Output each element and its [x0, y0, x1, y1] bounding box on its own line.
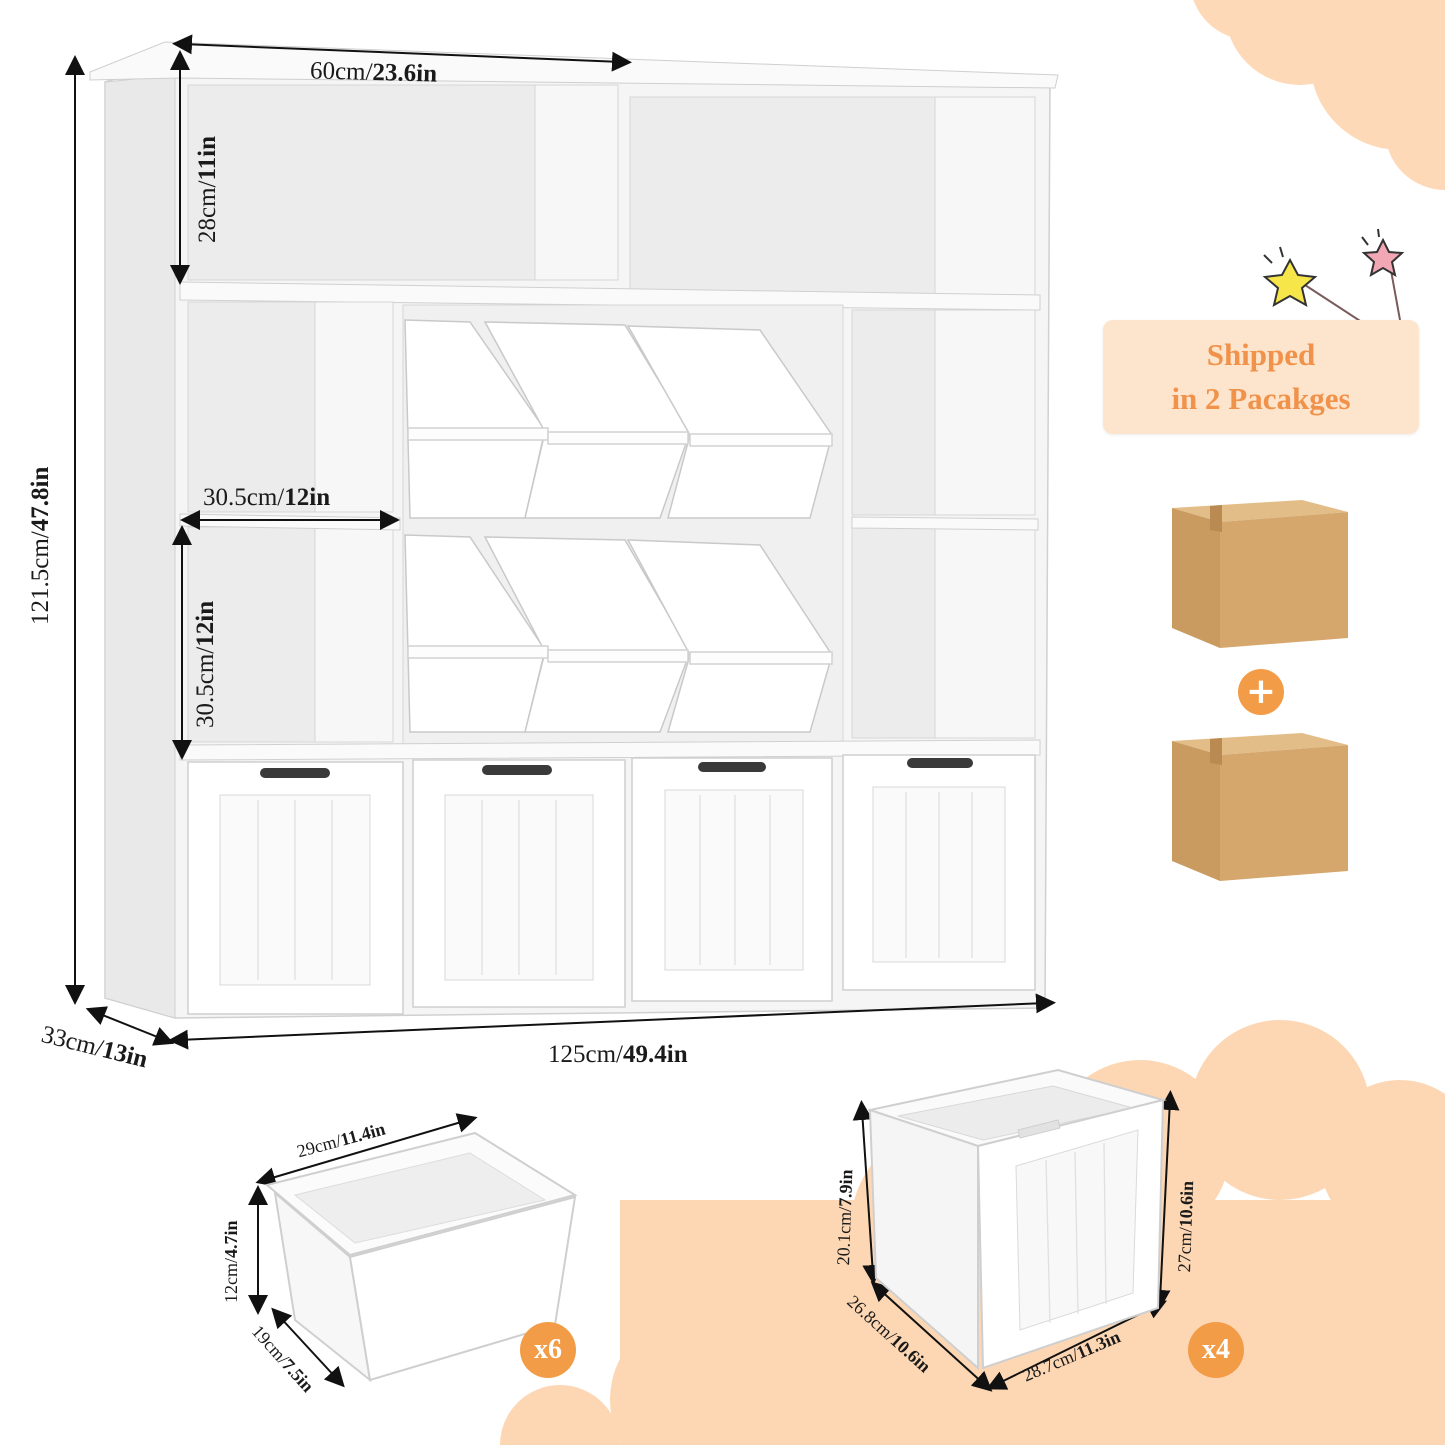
top-height-label: 28cm/11in	[194, 136, 221, 244]
cube-height-imperial: 12in	[192, 600, 219, 647]
drawer-front-height-label: 20.1cm/7.9in	[833, 1169, 857, 1266]
package-box-icon	[1172, 733, 1348, 881]
top-width-label: 60cm/23.6in	[309, 57, 438, 88]
drawer-quantity-badge: x4	[1188, 1322, 1244, 1378]
drawer-height-metric: 27cm/	[1174, 1226, 1196, 1273]
drawer-height-label: 27cm/10.6in	[1174, 1180, 1198, 1273]
bin-height-imperial: 4.7in	[221, 1220, 241, 1258]
drawer-front-height-metric: 20.1cm/	[833, 1206, 856, 1266]
drawer-front-height-imperial: 7.9in	[835, 1169, 857, 1208]
pink-star-icon	[1361, 237, 1405, 278]
total-width-label: 125cm/49.4in	[548, 1042, 688, 1067]
top-height-imperial: 11in	[194, 136, 221, 181]
plastic-bin	[264, 1131, 578, 1383]
top-width-metric: 60cm/	[309, 57, 373, 86]
drawer-cube	[868, 1068, 1167, 1371]
total-height-imperial: 47.8in	[27, 466, 54, 532]
top-height-metric: 28cm/	[194, 180, 221, 244]
plus-icon: +	[1238, 669, 1284, 715]
bin-height-label: 12cm/4.7in	[221, 1220, 241, 1303]
top-width-imperial: 23.6in	[372, 58, 438, 88]
shipping-line1: Shipped	[1206, 337, 1316, 372]
total-height-label: 121.5cm/47.8in	[27, 466, 54, 625]
shipping-line2: in 2 Pacakges	[1171, 381, 1351, 416]
cube-width-metric: 30.5cm/	[203, 484, 285, 511]
total-width-metric: 125cm/	[548, 1041, 623, 1068]
bin-quantity-badge: x6	[520, 1322, 576, 1378]
package-box-icon	[1172, 500, 1348, 648]
total-width-imperial: 49.4in	[623, 1041, 688, 1068]
drawer-height-imperial: 10.6in	[1175, 1180, 1198, 1228]
total-height-metric: 121.5cm/	[27, 531, 54, 625]
shipping-banner: Shipped in 2 Pacakges	[1103, 320, 1419, 434]
yellow-star-icon	[1262, 257, 1318, 307]
cube-height-label: 30.5cm/12in	[192, 600, 219, 728]
bin-height-metric: 12cm/	[221, 1258, 241, 1303]
cube-width-imperial: 12in	[284, 484, 331, 511]
cube-height-metric: 30.5cm/	[192, 646, 219, 728]
cube-width-label: 30.5cm/12in	[203, 485, 330, 510]
